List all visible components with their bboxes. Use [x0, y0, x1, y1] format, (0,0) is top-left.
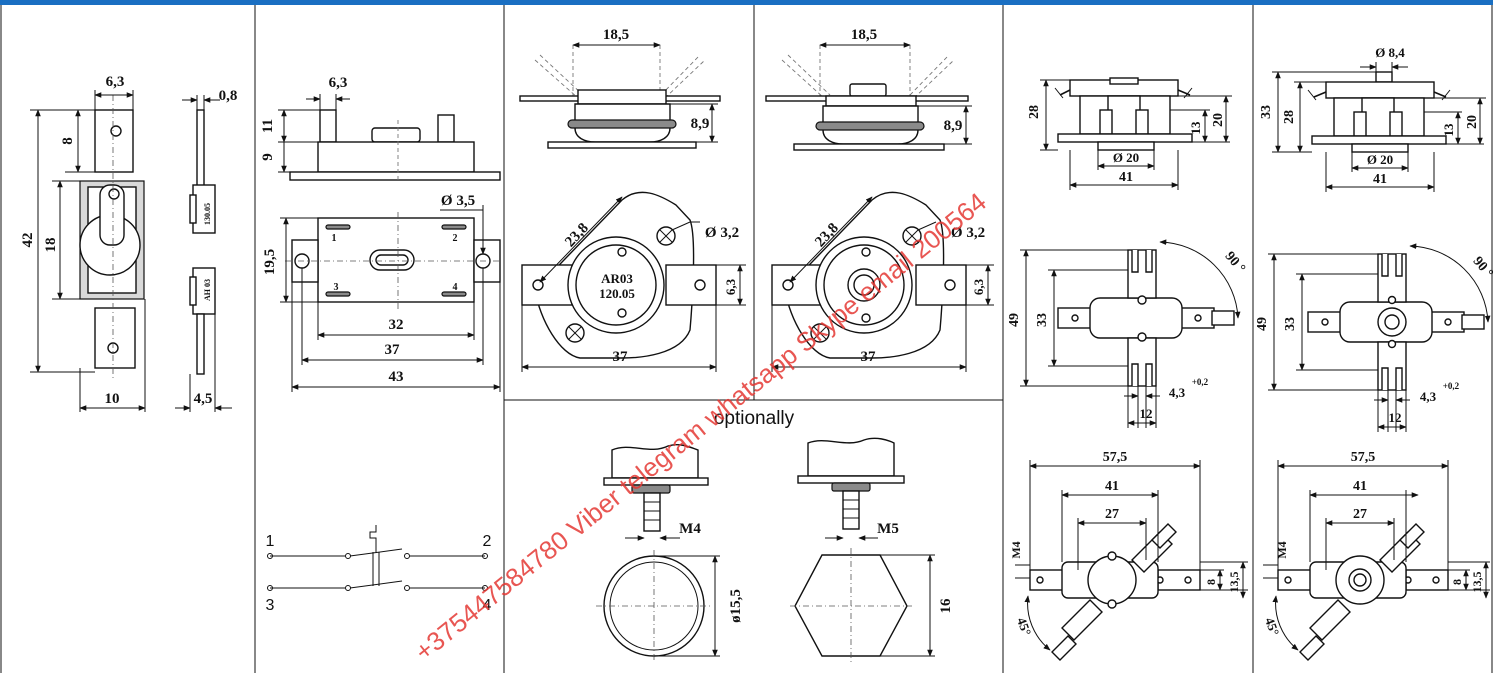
p6-dim-top-dia: Ø 8,4: [1375, 45, 1405, 60]
p6-dim-h28: 28: [1282, 110, 1297, 124]
contact-schematic: 1 2 3 4: [266, 525, 492, 614]
p3-dim-width: 18,5: [603, 27, 629, 43]
p4-dim-width: 18,5: [851, 27, 877, 43]
p6-dim-thread: M4: [1275, 541, 1289, 558]
p3-dim-height: 8,9: [691, 116, 710, 132]
terminal-1-label: 1: [332, 233, 337, 244]
dim-bottom-width: 10: [105, 391, 120, 407]
p6-dim-h33: 33: [1259, 105, 1274, 119]
optionally-label: optionally: [714, 408, 795, 429]
p6-dim-h33-mid: 33: [1283, 317, 1298, 331]
dim-total-height: 42: [20, 233, 36, 248]
schematic-node-4: 4: [483, 597, 492, 614]
panel-6-cross-thermostat-button: Ø 8,4 33 28 13 20 Ø 20 41 90 ° 49: [1255, 45, 1493, 661]
opt-thread-a: M4: [679, 521, 701, 537]
dim-height-11: 11: [260, 119, 276, 133]
dim-width-32: 32: [389, 317, 404, 333]
terminal-2-label: 2: [453, 233, 458, 244]
schematic-node-3: 3: [266, 597, 275, 614]
p6-dim-h20: 20: [1465, 115, 1480, 129]
p5-dim-angle90: 90 °: [1222, 249, 1248, 276]
p5-dim-w57: 57,5: [1103, 450, 1128, 465]
p5-dim-w12: 12: [1140, 406, 1153, 421]
top-accent-bar: [0, 0, 1493, 5]
p6-dim-angle45: 45°: [1262, 615, 1282, 637]
p5-dim-dia20: Ø 20: [1113, 150, 1139, 165]
panel-5-cross-thermostat: 28 13 20 Ø 20 41 90 ° 49 33 4,3: [1007, 77, 1248, 661]
panel-4-round-thermostat-button: 18,5 8,9 23,8 Ø 3,2 6,3 37: [765, 27, 994, 372]
p6-dim-w41-bot: 41: [1353, 479, 1367, 494]
schematic-node-1: 1: [266, 533, 275, 550]
side-marking-top: 130.05: [203, 203, 212, 225]
dim-width-37: 37: [385, 342, 401, 358]
p3-marking-line2: 120.05: [599, 286, 635, 301]
p6-dim-w12: 12: [1389, 410, 1402, 425]
p6-dim-h49: 49: [1255, 317, 1270, 331]
dim-height-19-5: 19,5: [262, 249, 278, 275]
dim-side-thickness: 0,8: [219, 88, 238, 104]
p5-dim-h8: 8: [1204, 579, 1218, 585]
p4-dim-base: 37: [861, 349, 877, 365]
opt-diameter: ø15,5: [728, 589, 744, 623]
p5-dim-tolerance: +0,2: [1192, 377, 1209, 387]
p6-dim-slot: 4,3: [1420, 389, 1437, 404]
dim-tab-width: 6,3: [329, 75, 348, 91]
p6-dim-h13: 13: [1441, 123, 1456, 137]
p6-dim-h13-5: 13,5: [1470, 572, 1484, 593]
p5-dim-w27: 27: [1105, 507, 1119, 522]
p5-dim-h33: 33: [1035, 313, 1050, 327]
p5-dim-h28: 28: [1027, 105, 1042, 119]
panel-2-flat-thermostat: 6,3 11 9 1 2 3 4 Ø 3,5 19,5 32: [260, 75, 501, 614]
p5-dim-thread: M4: [1009, 541, 1023, 558]
dim-mid-height: 18: [43, 238, 59, 253]
p5-dim-slot: 4,3: [1169, 385, 1186, 400]
schematic-node-2: 2: [483, 533, 492, 550]
p3-marking-line1: AR03: [601, 271, 633, 286]
p3-dim-tab: 6,3: [723, 278, 738, 295]
p5-dim-angle45: 45°: [1014, 615, 1034, 637]
p4-dim-tab: 6,3: [971, 278, 986, 295]
p5-dim-h13-5: 13,5: [1227, 572, 1241, 593]
opt-hex-size: 16: [938, 598, 954, 614]
opt-thread-b: M5: [877, 521, 899, 537]
p5-dim-h13: 13: [1188, 121, 1203, 135]
p5-dim-w41: 41: [1119, 170, 1133, 185]
dim-mount-hole: Ø 3,5: [441, 193, 475, 209]
p3-dim-base: 37: [613, 349, 629, 365]
p6-dim-w41: 41: [1373, 172, 1387, 187]
p5-dim-w41-bot: 41: [1105, 479, 1119, 494]
p6-dim-angle90: 90 °: [1470, 254, 1493, 281]
side-marking-bottom: AH 03: [203, 279, 212, 301]
terminal-3-label: 3: [334, 282, 339, 293]
dim-top-height: 8: [60, 137, 76, 145]
p3-dim-hole: Ø 3,2: [705, 225, 739, 241]
p6-dim-dia20: Ø 20: [1367, 152, 1393, 167]
p5-dim-h20: 20: [1211, 113, 1226, 127]
p5-dim-h49: 49: [1007, 313, 1022, 327]
terminal-4-label: 4: [453, 282, 458, 293]
panel-frames: [0, 5, 1493, 673]
p6-dim-h8: 8: [1450, 579, 1464, 585]
p6-dim-w57: 57,5: [1351, 450, 1376, 465]
panel-3-round-thermostat: 18,5 8,9 AR03 120.05 23,8 Ø 3,2 6,3 37 o…: [519, 27, 954, 662]
p4-dim-hole: Ø 3,2: [951, 225, 985, 241]
dim-width-43: 43: [389, 369, 404, 385]
p4-dim-height: 8,9: [944, 118, 963, 134]
panel-1-side-thermostat: 130.05 AH 03 6,3 8 42 18 10 0,8 4,5: [20, 74, 237, 412]
p6-dim-tolerance: +0,2: [1443, 381, 1460, 391]
dim-height-9: 9: [260, 153, 276, 161]
dim-side-depth: 4,5: [194, 391, 213, 407]
p6-dim-w27: 27: [1353, 507, 1367, 522]
dim-top-width: 6,3: [106, 74, 125, 90]
